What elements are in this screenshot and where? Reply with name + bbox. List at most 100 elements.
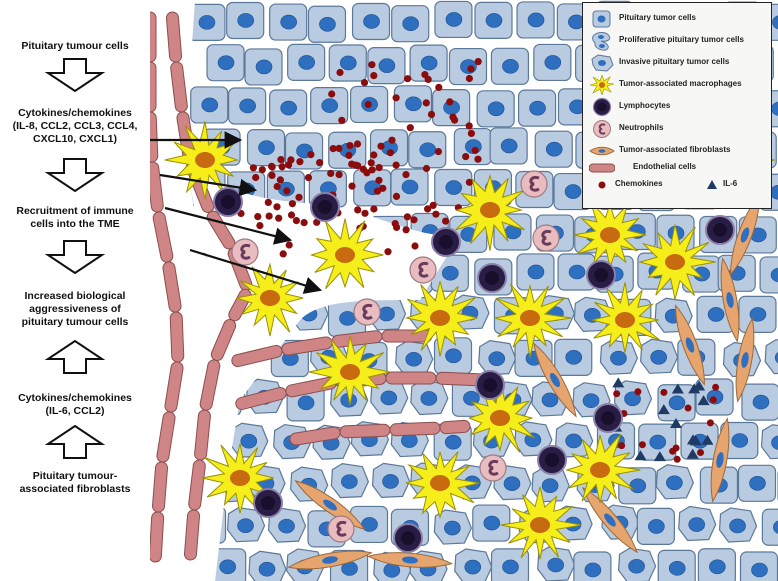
il6-icon (707, 180, 717, 189)
up-arrow-icon (44, 425, 106, 459)
chemokine (316, 159, 324, 167)
chemokine (296, 158, 304, 166)
chemokine (618, 442, 626, 450)
legend-item: Tumor-associated fibroblasts (589, 141, 771, 161)
endothelial-cell (381, 329, 433, 343)
invasive-cell-icon (591, 54, 614, 72)
tumor-cell (478, 340, 517, 376)
chemokine (300, 219, 308, 227)
legend-item: Proliferative pituitary tumor cells (589, 31, 771, 51)
il6 (634, 450, 647, 461)
neutrophil (520, 170, 548, 198)
tumor-cell (517, 89, 557, 127)
endothelial-icon (589, 163, 615, 173)
tumor-cell (330, 462, 370, 499)
chemokine (669, 447, 677, 455)
tumor-cell (269, 89, 308, 127)
tumor-cell (244, 48, 283, 86)
endothelial-cell (151, 461, 169, 513)
chemokine (660, 388, 668, 396)
tumor-cell (573, 296, 612, 332)
il6 (671, 383, 684, 394)
il6-cluster (610, 377, 720, 463)
migration-arrow (159, 173, 258, 197)
chemokine-icon (598, 181, 606, 189)
chemokine (292, 217, 300, 225)
tumor-cell (390, 168, 429, 206)
down-arrow-icon (44, 240, 106, 274)
chemokine (634, 388, 642, 396)
tumor-cell (433, 337, 473, 375)
tumor-cell (395, 340, 434, 376)
legend-item: Invasive pituitary tumor cells (589, 53, 771, 73)
lymphocyte (310, 192, 340, 222)
chemokine (288, 200, 296, 208)
tumor-cell (307, 5, 347, 43)
chemokine (328, 90, 336, 98)
chemokine (638, 441, 646, 449)
chemokine (370, 72, 378, 80)
endothelial-cell (183, 509, 201, 561)
chemokine (287, 211, 296, 219)
tumor-cell (190, 86, 229, 124)
legend-label: Chemokines (615, 179, 663, 188)
chemokine (327, 169, 335, 177)
il6 (697, 395, 710, 406)
tumor-cell (391, 5, 430, 43)
tumor-cell (613, 380, 653, 416)
macrophage (565, 433, 641, 503)
legend-label: Invasive pituitary tumor cells (619, 57, 730, 66)
tumor-cell (697, 548, 736, 581)
endothelial-cell (339, 423, 391, 439)
chemokine (424, 75, 432, 83)
chemokine (474, 155, 482, 163)
macrophage (236, 262, 304, 337)
chemokine (268, 163, 276, 171)
chemokine (295, 193, 303, 201)
chemokine (367, 159, 375, 167)
chemokine (307, 151, 315, 159)
chemokine (449, 113, 457, 121)
macrophage (500, 486, 582, 560)
legend-label: IL-6 (723, 179, 738, 188)
neutrophil (353, 298, 381, 326)
tumor-cell (490, 47, 530, 85)
chemokine (370, 205, 378, 213)
tumor-cell (351, 2, 391, 41)
tumor-cell (310, 87, 349, 125)
il6 (653, 451, 666, 462)
fibroblast (675, 304, 705, 386)
tumor-cell (640, 338, 679, 374)
legend-item: Tumor-associated macrophages (589, 75, 771, 95)
chemokine (392, 161, 400, 169)
neutrophil (327, 515, 355, 543)
tumor-cell (516, 1, 555, 39)
chemokine (360, 79, 369, 87)
endothelial-cell (164, 361, 184, 413)
tumor-cell (533, 43, 572, 82)
endothelial-cell (169, 311, 185, 363)
chemokine (392, 192, 401, 200)
chemokine (446, 98, 454, 106)
tumor-cell (187, 3, 226, 41)
tumor-cell (434, 168, 473, 207)
tumor-cell (534, 130, 573, 168)
tumor-cell (599, 339, 639, 375)
chemokine (429, 201, 437, 209)
tumor-cell (718, 507, 758, 543)
tumor-cell (226, 1, 265, 40)
chemokine (404, 75, 412, 83)
chemokine (424, 205, 432, 213)
legend-label: Tumor-associated macrophages (619, 79, 742, 88)
tumor-cell (655, 464, 695, 500)
chemokine (393, 223, 401, 231)
chemokine (265, 212, 273, 220)
lymphocyte (593, 403, 623, 433)
chemokine (375, 164, 383, 172)
flow-panel: Pituitary tumour cells Cytokines/chemoki… (0, 0, 150, 581)
chemokine (329, 145, 337, 153)
chemokine (406, 124, 414, 132)
tumor-cell (737, 464, 777, 502)
neutrophil-icon (593, 120, 611, 138)
chemokine (673, 455, 681, 463)
